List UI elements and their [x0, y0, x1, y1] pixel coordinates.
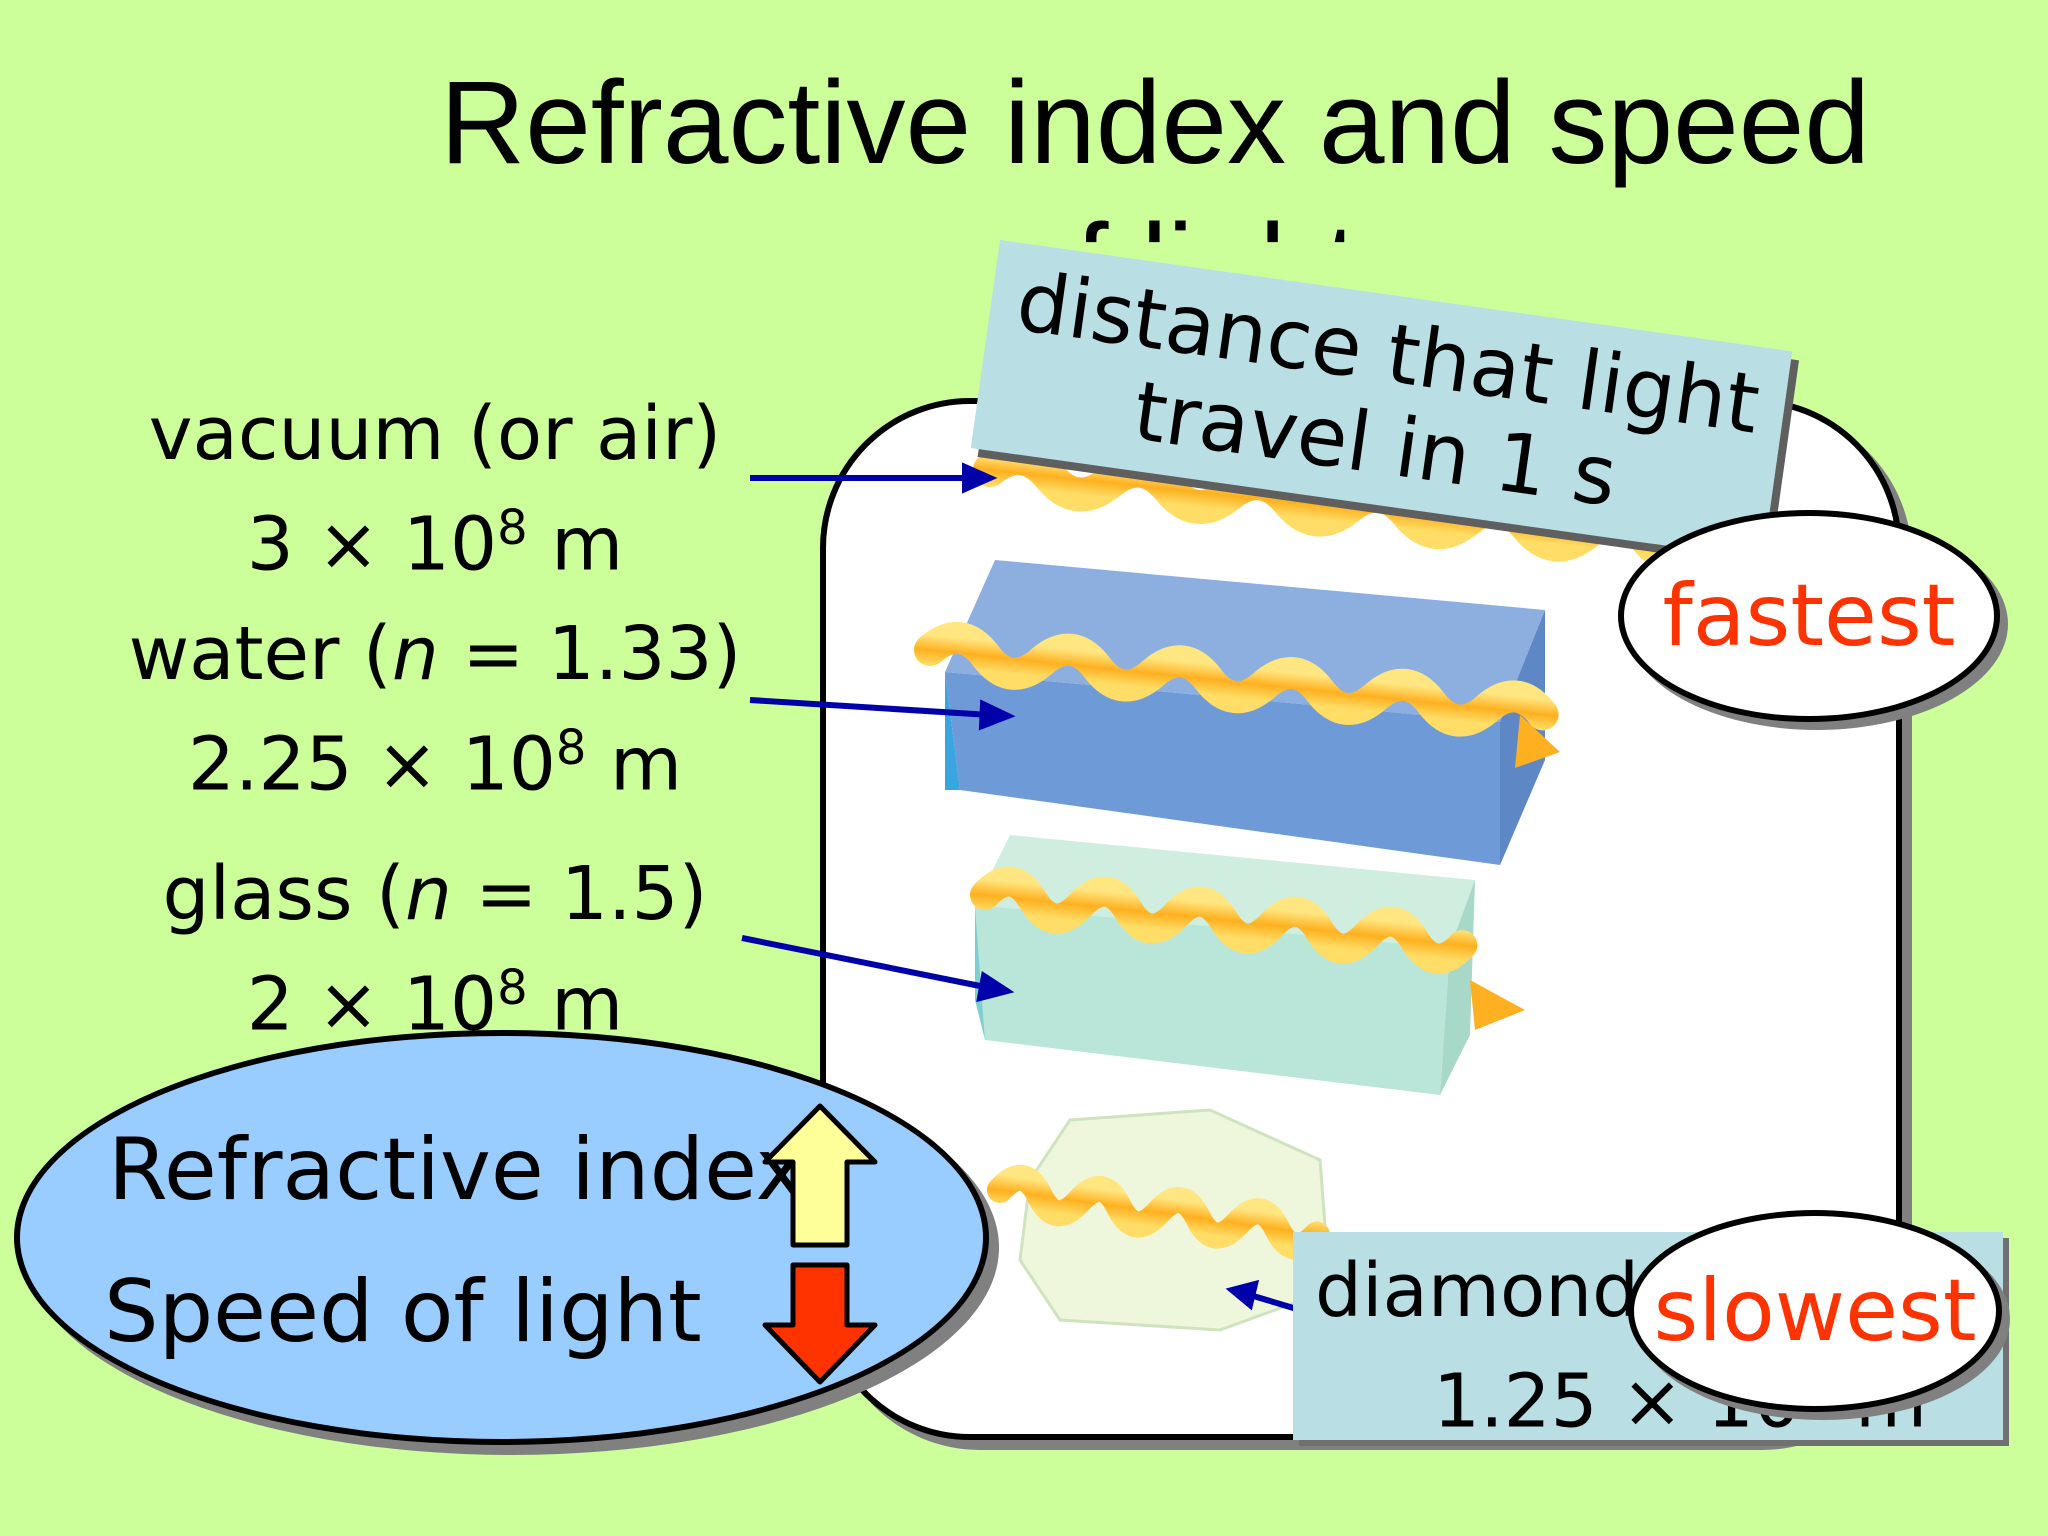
medium-name: water (: [128, 611, 392, 697]
fastest-label: fastest: [1618, 510, 2000, 722]
medium-index: = 1.5): [451, 851, 708, 937]
glass-block: [970, 835, 1525, 1095]
speed-of-light-label: Speed of light: [104, 1262, 702, 1362]
slowest-label: slowest: [1628, 1210, 2002, 1412]
slowest-text: slowest: [1653, 1261, 1977, 1361]
medium-name: diamond: [1315, 1248, 1640, 1334]
distance-value: 3 × 10: [246, 501, 498, 588]
n-symbol: n: [404, 851, 452, 937]
medium-glass: glass (n = 1.5) 2 × 108 m: [120, 847, 750, 1052]
trend-arrows: [762, 1103, 878, 1385]
pointer-arrows: [741, 462, 1301, 1313]
unit: m: [586, 721, 683, 808]
distance-value: 2.25 × 10: [187, 721, 556, 808]
medium-vacuum: vacuum (or air) 3 × 108 m: [120, 387, 750, 592]
refractive-index-label: Refractive index: [108, 1120, 807, 1220]
fastest-text: fastest: [1662, 566, 1956, 666]
medium-name: vacuum (or air): [148, 391, 722, 477]
water-block: [914, 560, 1560, 865]
exponent: 8: [497, 500, 528, 556]
up-arrow-icon: [762, 1103, 878, 1248]
slide-title-continuation: of light: [1010, 205, 1358, 242]
medium-water: water (n = 1.33) 2.25 × 108 m: [120, 607, 750, 812]
n-symbol: n: [391, 611, 439, 697]
down-arrow-icon: [762, 1262, 878, 1385]
medium-index: = 1.33): [438, 611, 742, 697]
medium-name: glass (: [162, 851, 405, 937]
slide-title: Refractive index and speed: [440, 57, 1871, 189]
unit: m: [527, 501, 624, 588]
exponent: 8: [497, 960, 528, 1016]
exponent: 8: [555, 720, 587, 776]
diamond-gem: [987, 1108, 1332, 1332]
